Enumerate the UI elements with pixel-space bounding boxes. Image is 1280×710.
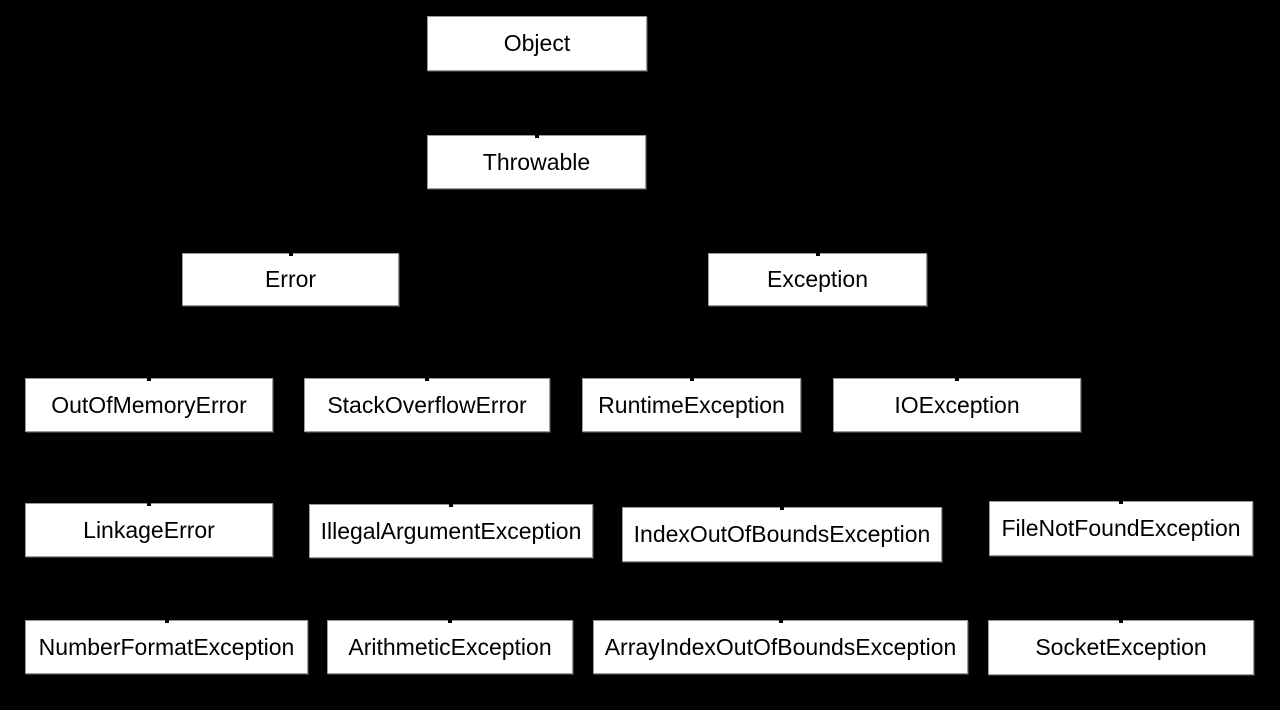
node-numberformatexception: NumberFormatException [25, 620, 308, 674]
node-filenotfoundexception: FileNotFoundException [989, 501, 1253, 556]
node-stackoverflowerror: StackOverflowError [304, 378, 550, 432]
node-linkageerror: LinkageError [25, 503, 273, 557]
node-throwable: Throwable [427, 135, 646, 189]
node-object: Object [427, 16, 647, 71]
node-arithmeticexception: ArithmeticException [327, 620, 573, 674]
node-runtimeexception: RuntimeException [582, 378, 801, 432]
node-ioexception: IOException [833, 378, 1081, 432]
node-illegalargumentexception: IllegalArgumentException [309, 504, 593, 558]
node-outofmemoryerror: OutOfMemoryError [25, 378, 273, 432]
node-arrayindexoutofboundsexception: ArrayIndexOutOfBoundsException [593, 620, 968, 674]
node-socketexception: SocketException [988, 620, 1254, 675]
node-exception: Exception [708, 253, 927, 306]
node-indexoutofboundsexception: IndexOutOfBoundsException [622, 507, 942, 562]
node-error: Error [182, 253, 399, 306]
